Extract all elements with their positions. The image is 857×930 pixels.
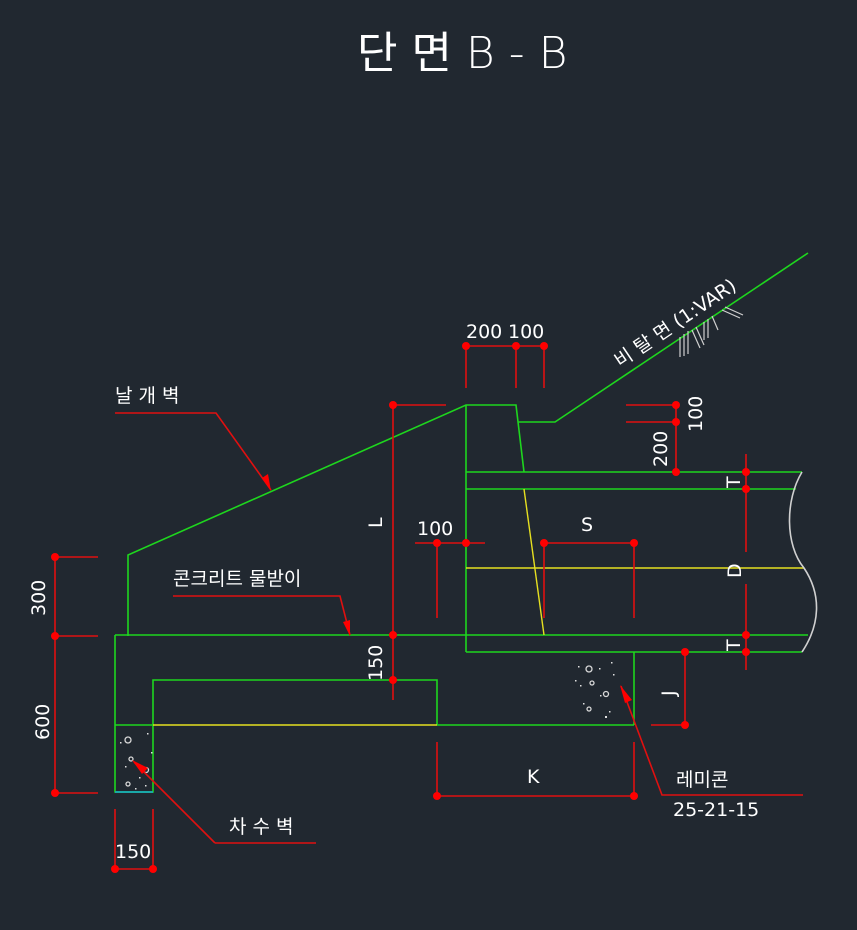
cutoff-aggregate-icon [120, 733, 153, 790]
arrow-icon [262, 474, 271, 491]
break-line [788, 471, 818, 653]
ready-mix-label: 레미콘 [676, 769, 728, 791]
dim-left-300: 300 [28, 580, 50, 616]
leader-lines [115, 412, 803, 844]
ready-mix-leader [620, 685, 803, 796]
dim-right-100: 100 [685, 396, 707, 432]
drip-inner-outline [152, 679, 438, 725]
dim-T-bottom: T [723, 639, 745, 652]
dim-T-top: T [723, 476, 745, 489]
slope-line [518, 252, 809, 423]
ready-mix-aggregate-icon [575, 662, 615, 718]
arrow-icon [343, 620, 350, 636]
dim-right-200: 200 [650, 431, 672, 467]
cutoff-wall-label: 차 수 벽 [229, 816, 294, 838]
dim-D: D [724, 563, 746, 578]
wing-wall-inner-line [523, 488, 545, 636]
dimension-lines [51, 342, 750, 873]
centerlines [153, 488, 804, 726]
dim-left-600: 600 [32, 704, 54, 740]
dim-top-200: 200 [466, 321, 502, 343]
dim-bottom-150: 150 [115, 841, 151, 863]
cutoff-leader [133, 761, 216, 844]
dim-J: J [658, 690, 680, 697]
dim-S: S [581, 514, 593, 536]
concrete-drip-label: 콘크리트 물받이 [173, 568, 301, 590]
drip-leader [173, 595, 351, 636]
dim-K: K [527, 766, 540, 788]
ready-mix-spec: 25-21-15 [673, 799, 759, 821]
wing-wall-label: 날 개 벽 [115, 385, 180, 407]
slope-hatch-icon [679, 306, 744, 357]
dim-L: L [365, 517, 387, 528]
arrow-icon [132, 760, 148, 774]
dim-mid-150: 150 [365, 645, 387, 681]
arrow-icon [620, 685, 632, 703]
structure-outline [114, 252, 809, 793]
wing-wall-leader [115, 412, 272, 491]
slope-label: 비 탈 면 (1:VAR) [610, 275, 740, 373]
dim-top-100: 100 [508, 321, 544, 343]
dim-inner-100: 100 [417, 518, 453, 540]
drawing-title: 단 면 B - B [357, 28, 567, 79]
wing-wall-outline [127, 404, 525, 636]
